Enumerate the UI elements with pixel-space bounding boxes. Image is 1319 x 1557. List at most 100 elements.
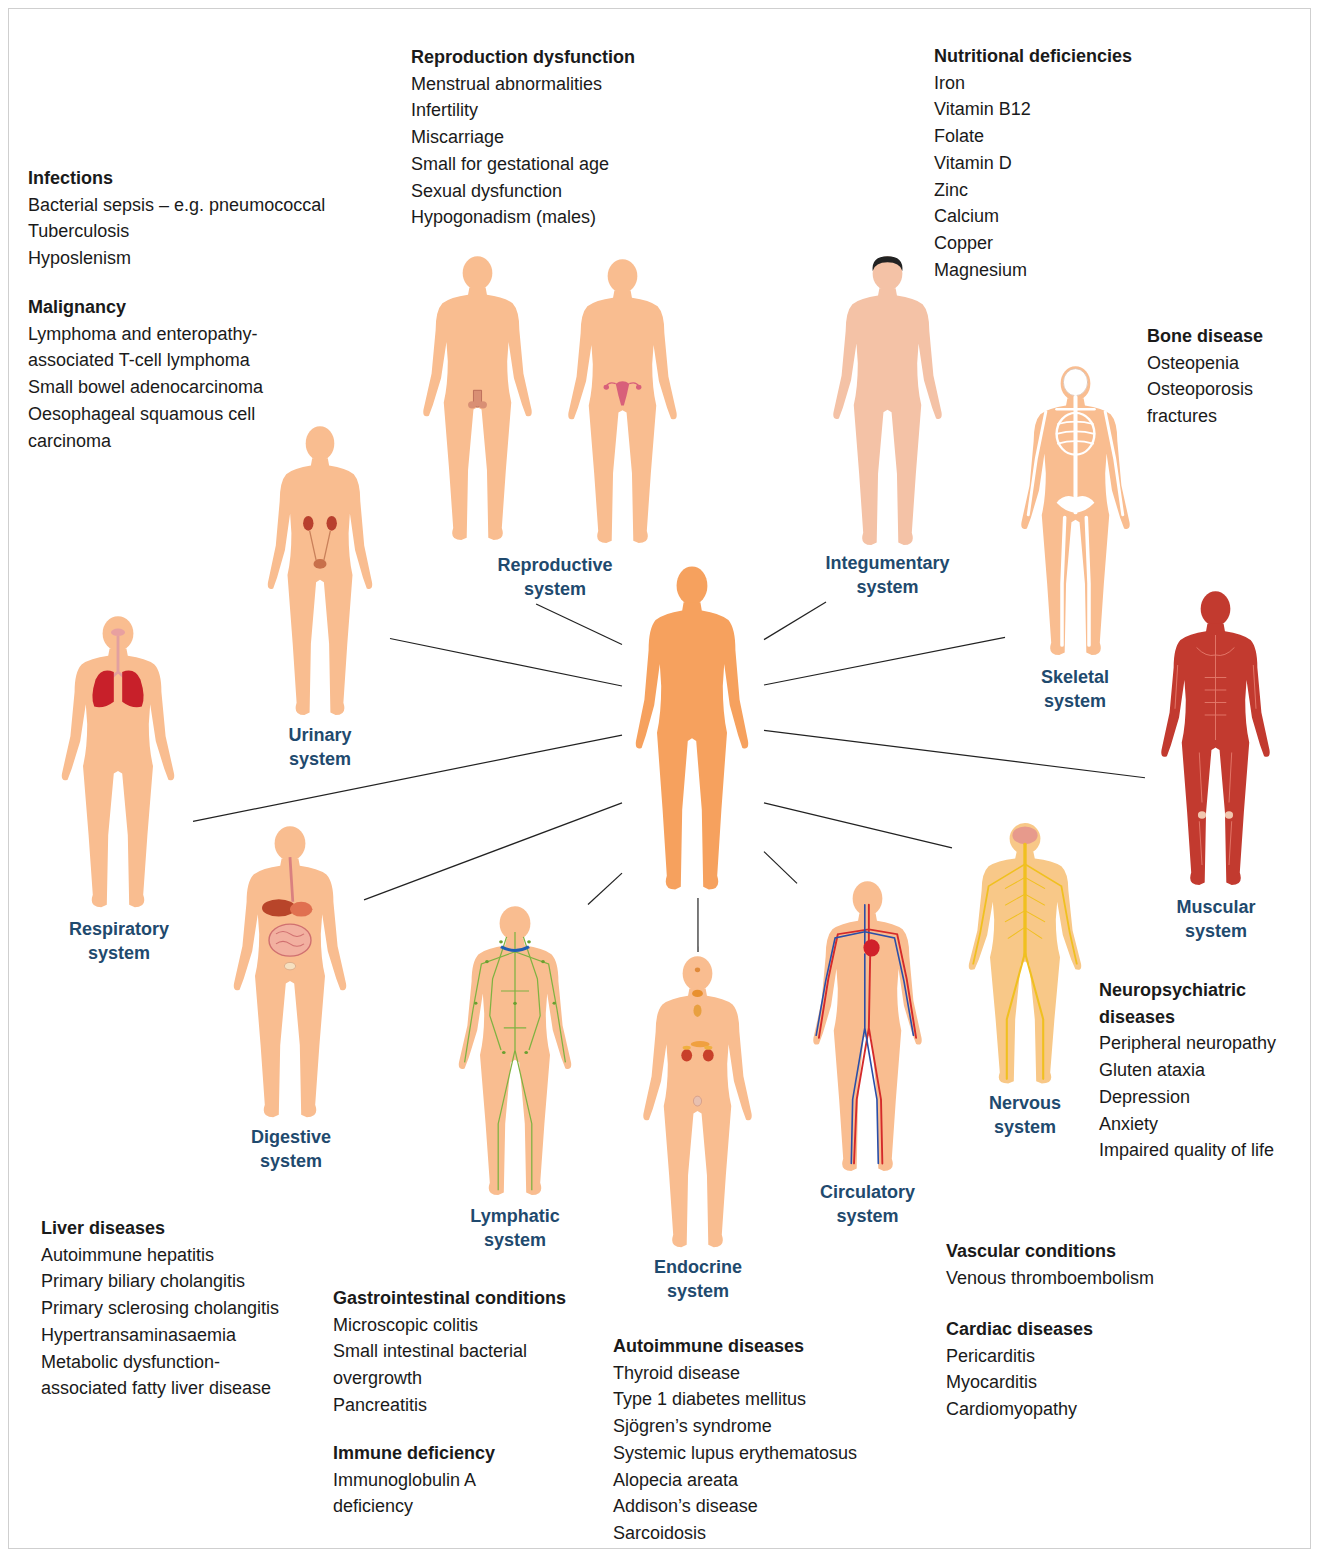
condition-item: Myocarditis (946, 1369, 1246, 1396)
digestive-figure (234, 826, 346, 1117)
system-label: Skeletal system (1041, 665, 1109, 713)
condition-item: Copper (934, 230, 1174, 257)
body-system-figure: Reproductive system (405, 252, 705, 604)
male-figure (423, 256, 531, 540)
condition-item: Impaired quality of life (1099, 1137, 1313, 1164)
connector-line (764, 730, 1145, 777)
condition-item: Thyroid disease (613, 1360, 903, 1387)
condition-item: Oesophageal squamous cell carcinoma (28, 401, 318, 454)
condition-item: Depression (1099, 1084, 1313, 1111)
condition-item: Alopecia areata (613, 1467, 903, 1494)
central-figure (636, 566, 748, 889)
category-heading: Immune deficiency (333, 1440, 533, 1467)
condition-item: Anxiety (1099, 1111, 1313, 1138)
condition-list: Gastrointestinal conditionsMicroscopic c… (333, 1285, 588, 1419)
condition-item: Small bowel adenocarcinoma (28, 374, 318, 401)
condition-item: fractures (1147, 403, 1312, 430)
lymphatic-figure (459, 906, 571, 1195)
body-system-figure: Lymphatic system (442, 902, 588, 1255)
condition-list: MalignancyLymphoma and enteropathy-assoc… (28, 294, 318, 454)
connector-line (364, 803, 622, 900)
category-heading: Liver diseases (41, 1215, 281, 1242)
category-heading: Malignancy (28, 294, 318, 321)
body-system-figure: Skeletal system (1005, 362, 1145, 716)
condition-item: Hyposlenism (28, 245, 398, 272)
condition-item: Hypogonadism (males) (411, 204, 691, 231)
condition-item: Menstrual abnormalities (411, 71, 691, 98)
connector-line (764, 602, 826, 640)
system-label: Muscular system (1176, 895, 1255, 943)
condition-item: Lymphoma and enteropathy-associated T-ce… (28, 321, 318, 374)
category-heading: Neuropsychiatric diseases (1099, 977, 1313, 1030)
condition-item: Metabolic dysfunction-associated fatty l… (41, 1349, 281, 1402)
body-system-figure: Respiratory system (45, 612, 193, 968)
condition-item: Sarcoidosis (613, 1520, 903, 1547)
category-heading: Cardiac diseases (946, 1316, 1246, 1343)
system-label: Digestive system (251, 1125, 331, 1173)
condition-item: Osteopenia (1147, 350, 1312, 377)
connector-line (764, 637, 1005, 685)
condition-list: Reproduction dysfunctionMenstrual abnorm… (411, 44, 691, 231)
condition-item: Vitamin D (934, 150, 1174, 177)
condition-item: Miscarriage (411, 124, 691, 151)
connector-line (193, 735, 622, 821)
condition-item: Addison’s disease (613, 1493, 903, 1520)
system-label: Nervous system (989, 1091, 1061, 1139)
condition-list: Nutritional deficienciesIronVitamin B12F… (934, 43, 1174, 283)
condition-item: Infertility (411, 97, 691, 124)
category-heading: Autoimmune diseases (613, 1333, 903, 1360)
system-label: Reproductive system (497, 553, 612, 601)
condition-item: Pancreatitis (333, 1392, 588, 1419)
integumentary-figure (833, 256, 941, 545)
skeleton-figure (1021, 366, 1129, 655)
condition-list: Bone diseaseOsteopeniaOsteoporosisfractu… (1147, 323, 1312, 430)
condition-list: Immune deficiencyImmunoglobulin A defici… (333, 1440, 533, 1520)
condition-item: Sjögren’s syndrome (613, 1413, 903, 1440)
condition-item: Peripheral neuropathy (1099, 1030, 1313, 1057)
system-label: Lymphatic system (470, 1204, 559, 1252)
body-system-figure (622, 562, 764, 898)
condition-item: Gluten ataxia (1099, 1057, 1313, 1084)
condition-item: Venous thromboembolism (946, 1265, 1246, 1292)
condition-list: InfectionsBacterial sepsis – e.g. pneumo… (28, 165, 398, 272)
condition-list: Neuropsychiatric diseasesPeripheral neur… (1099, 977, 1313, 1164)
condition-item: Iron (934, 70, 1174, 97)
connector-line (536, 604, 622, 644)
condition-item: Magnesium (934, 257, 1174, 284)
frame (9, 9, 1311, 1549)
connector-line (764, 852, 797, 884)
body-system-figure: Muscular system (1145, 588, 1287, 946)
muscle-figure (1161, 591, 1269, 885)
connector-line (764, 803, 952, 848)
system-label: Endocrine system (654, 1255, 742, 1303)
category-heading: Bone disease (1147, 323, 1312, 350)
condition-list: Cardiac diseasesPericarditisMyocarditisC… (946, 1316, 1246, 1423)
condition-item: Microscopic colitis (333, 1312, 588, 1339)
condition-item: Systemic lupus erythematosus (613, 1440, 903, 1467)
condition-item: Type 1 diabetes mellitus (613, 1386, 903, 1413)
system-label: Urinary system (288, 723, 351, 771)
condition-item: Autoimmune hepatitis (41, 1242, 281, 1269)
condition-item: Small for gestational age (411, 151, 691, 178)
nervous-figure (969, 823, 1081, 1083)
condition-list: Vascular conditionsVenous thromboembolis… (946, 1238, 1246, 1291)
endocrine-figure (643, 956, 751, 1247)
system-label: Respiratory system (69, 917, 169, 965)
condition-item: Hypertransaminasaemia (41, 1322, 281, 1349)
body-system-figure: Nervous system (952, 818, 1098, 1142)
condition-item: Vitamin B12 (934, 96, 1174, 123)
category-heading: Gastrointestinal conditions (333, 1285, 588, 1312)
system-label: Circulatory system (820, 1180, 915, 1228)
respiratory-figure (62, 616, 174, 907)
body-system-figure: Digestive system (218, 822, 364, 1176)
body-system-figure: Endocrine system (628, 952, 768, 1306)
condition-item: Immunoglobulin A deficiency (333, 1467, 533, 1520)
condition-item: Zinc (934, 177, 1174, 204)
condition-item: Bacterial sepsis – e.g. pneumococcal (28, 192, 398, 219)
urinary-figure (268, 426, 372, 715)
condition-item: Cardiomyopathy (946, 1396, 1246, 1423)
category-heading: Reproduction dysfunction (411, 44, 691, 71)
